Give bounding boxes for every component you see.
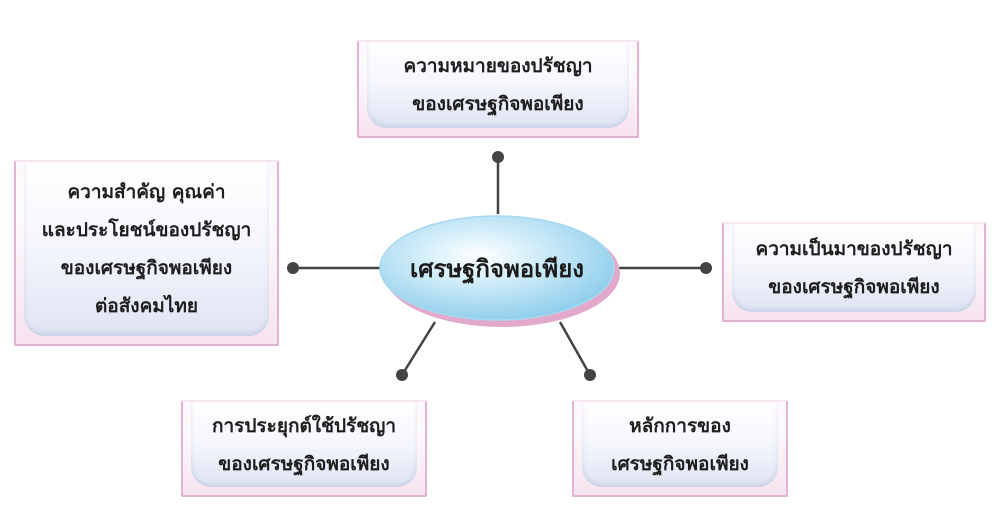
topic-principles-line-1: หลักการของ	[629, 414, 731, 437]
connector-bottom-left	[396, 321, 437, 381]
topic-application-line-1: การประยุกต์ใช้ปรัชญา	[211, 414, 397, 437]
topic-importance-line-4: ต่อสังคมไทย	[94, 295, 199, 317]
topic-principles-line-2: เศรษฐกิจพอเพียง	[611, 452, 749, 475]
topic-principles-panel: หลักการของ เศรษฐกิจพอเพียง	[582, 402, 778, 487]
topic-origin-panel: ความเป็นมาของปรัชญา ของเศรษฐกิจพอเพียง	[732, 224, 976, 312]
center-node-label: เศรษฐกิจพอเพียง	[409, 254, 585, 283]
topic-importance-line-2: และประโยชน์ของปรัชญา	[41, 219, 252, 241]
connector-top	[492, 151, 504, 214]
topic-importance-line-3: ของเศรษฐกิจพอเพียง	[60, 257, 233, 279]
connector-left	[287, 262, 383, 274]
topic-origin-line-1: ความเป็นมาของปรัชญา	[755, 238, 953, 260]
topic-box-importance: ความสำคัญ คุณค่า และประโยชน์ของปรัชญา ขอ…	[14, 160, 279, 346]
topic-application-panel: การประยุกต์ใช้ปรัชญา ของเศรษฐกิจพอเพียง	[191, 402, 417, 487]
topic-meaning-line-2: ของเศรษฐกิจพอเพียง	[412, 93, 584, 115]
center-node	[379, 215, 615, 321]
topic-application-line-2: ของเศรษฐกิจพอเพียง	[218, 452, 390, 475]
topic-meaning-panel: ความหมายของปรัชญา ของเศรษฐกิจพอเพียง	[367, 42, 629, 128]
topic-importance-line-1: ความสำคัญ คุณค่า	[67, 181, 226, 203]
topic-box-origin: ความเป็นมาของปรัชญา ของเศรษฐกิจพอเพียง	[722, 222, 986, 322]
topic-origin-line-2: ของเศรษฐกิจพอเพียง	[768, 276, 940, 298]
topic-box-application: การประยุกต์ใช้ปรัชญา ของเศรษฐกิจพอเพียง	[181, 400, 427, 497]
topic-box-principles: หลักการของ เศรษฐกิจพอเพียง	[572, 400, 788, 497]
connector-right	[615, 262, 712, 274]
topic-box-meaning: ความหมายของปรัชญา ของเศรษฐกิจพอเพียง	[357, 40, 639, 138]
topic-importance-panel: ความสำคัญ คุณค่า และประโยชน์ของปรัชญา ขอ…	[24, 162, 269, 336]
topic-meaning-line-1: ความหมายของปรัชญา	[403, 55, 593, 77]
connector-bottom-right	[558, 321, 596, 381]
